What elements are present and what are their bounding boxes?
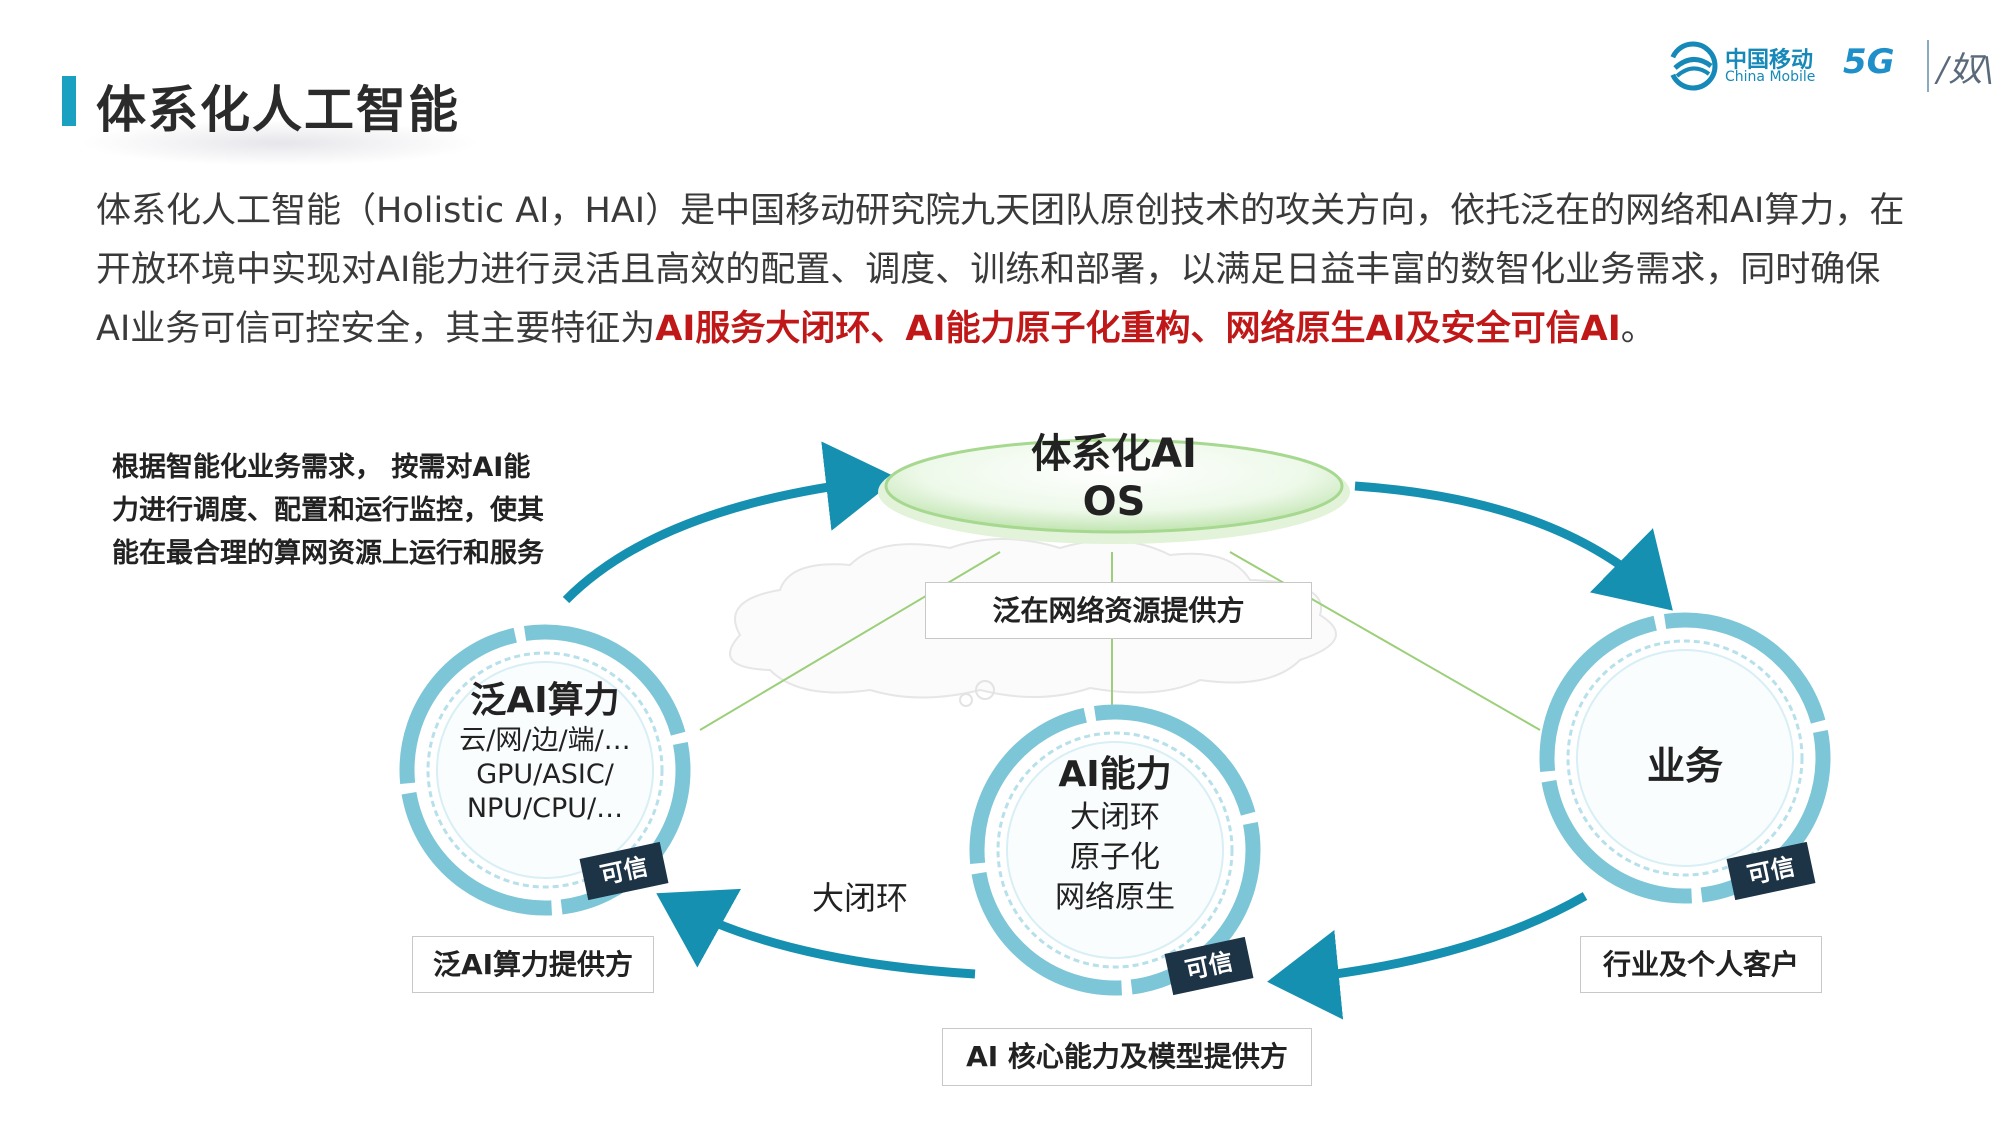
intro-highlight: AI服务大闭环、AI能力原子化重构、网络原生AI及安全可信AI (655, 309, 1621, 349)
intro-paragraph: 体系化人工智能（Holistic AI，HAI）是中国移动研究院九天团队原创技术… (96, 182, 1911, 359)
compute-title: 泛AI算力 (470, 680, 620, 721)
china-mobile-logo: 中国移动 China Mobile 5G /奴\ (1665, 36, 1995, 96)
compute-label: 泛AI算力 云/网/边/端/… GPU/ASIC/ NPU/CPU/… (425, 678, 665, 826)
page-title: 体系化人工智能 (96, 81, 460, 139)
ability-line1: 大闭环 (1070, 800, 1160, 835)
compute-circle (399, 624, 691, 916)
ability-line3: 网络原生 (1055, 880, 1175, 915)
os-line2: OS (1082, 479, 1146, 525)
loop-label: 大闭环 (811, 879, 908, 917)
logo-5g-text: 5G (1843, 42, 1895, 82)
ability-label: AI能力 大闭环 原子化 网络原生 (995, 752, 1235, 918)
intro-text: 体系化人工智能（Holistic AI，HAI）是中国移动研究院九天团队原创技术… (96, 191, 1905, 349)
china-mobile-swirl-icon (1668, 41, 1718, 91)
os-line1: 体系化AI (1031, 431, 1197, 477)
logo-mark-text: /奴\ (1937, 50, 1994, 90)
business-circle (1539, 612, 1831, 904)
ability-provider-label: AI 核心能力及模型提供方 (942, 1028, 1312, 1086)
os-title: 体系化AI OS (964, 430, 1264, 526)
compute-line1: 云/网/边/端/… (459, 725, 631, 756)
os-link-compute (699, 551, 1001, 731)
compute-line2: GPU/ASIC/ (476, 759, 614, 790)
os-link-business (1229, 551, 1541, 731)
ability-line2: 原子化 (1070, 840, 1160, 875)
network-provider-label: 泛在网络资源提供方 (925, 582, 1312, 639)
compute-line3: NPU/CPU/… (466, 793, 624, 824)
arrow-ability-to-compute (656, 888, 976, 979)
business-provider-label: 行业及个人客户 (1580, 936, 1822, 993)
left-note: 根据智能化业务需求， 按需对AI能力进行调度、配置和运行监控，使其能在最合理的算… (112, 452, 544, 569)
cloud-bubble (959, 693, 973, 707)
cloud-bubble (975, 680, 995, 700)
logo-divider (1927, 40, 1929, 92)
arrow-compute-to-os (562, 441, 898, 604)
compute-provider-label: 泛AI算力提供方 (412, 936, 654, 993)
intro-end: 。 (1620, 309, 1656, 349)
business-title: 业务 (1646, 744, 1723, 788)
title-shadow (80, 120, 480, 166)
logo-cn-text: 中国移动 (1725, 48, 1814, 73)
title-accent-bar (62, 76, 76, 126)
logo-en-text: China Mobile (1725, 69, 1816, 85)
arrow-business-to-ability (1267, 892, 1588, 1020)
ability-title: AI能力 (1058, 754, 1172, 795)
os-ellipse (884, 438, 1344, 534)
ability-circle (969, 704, 1261, 996)
arrow-os-to-business (1354, 481, 1673, 611)
